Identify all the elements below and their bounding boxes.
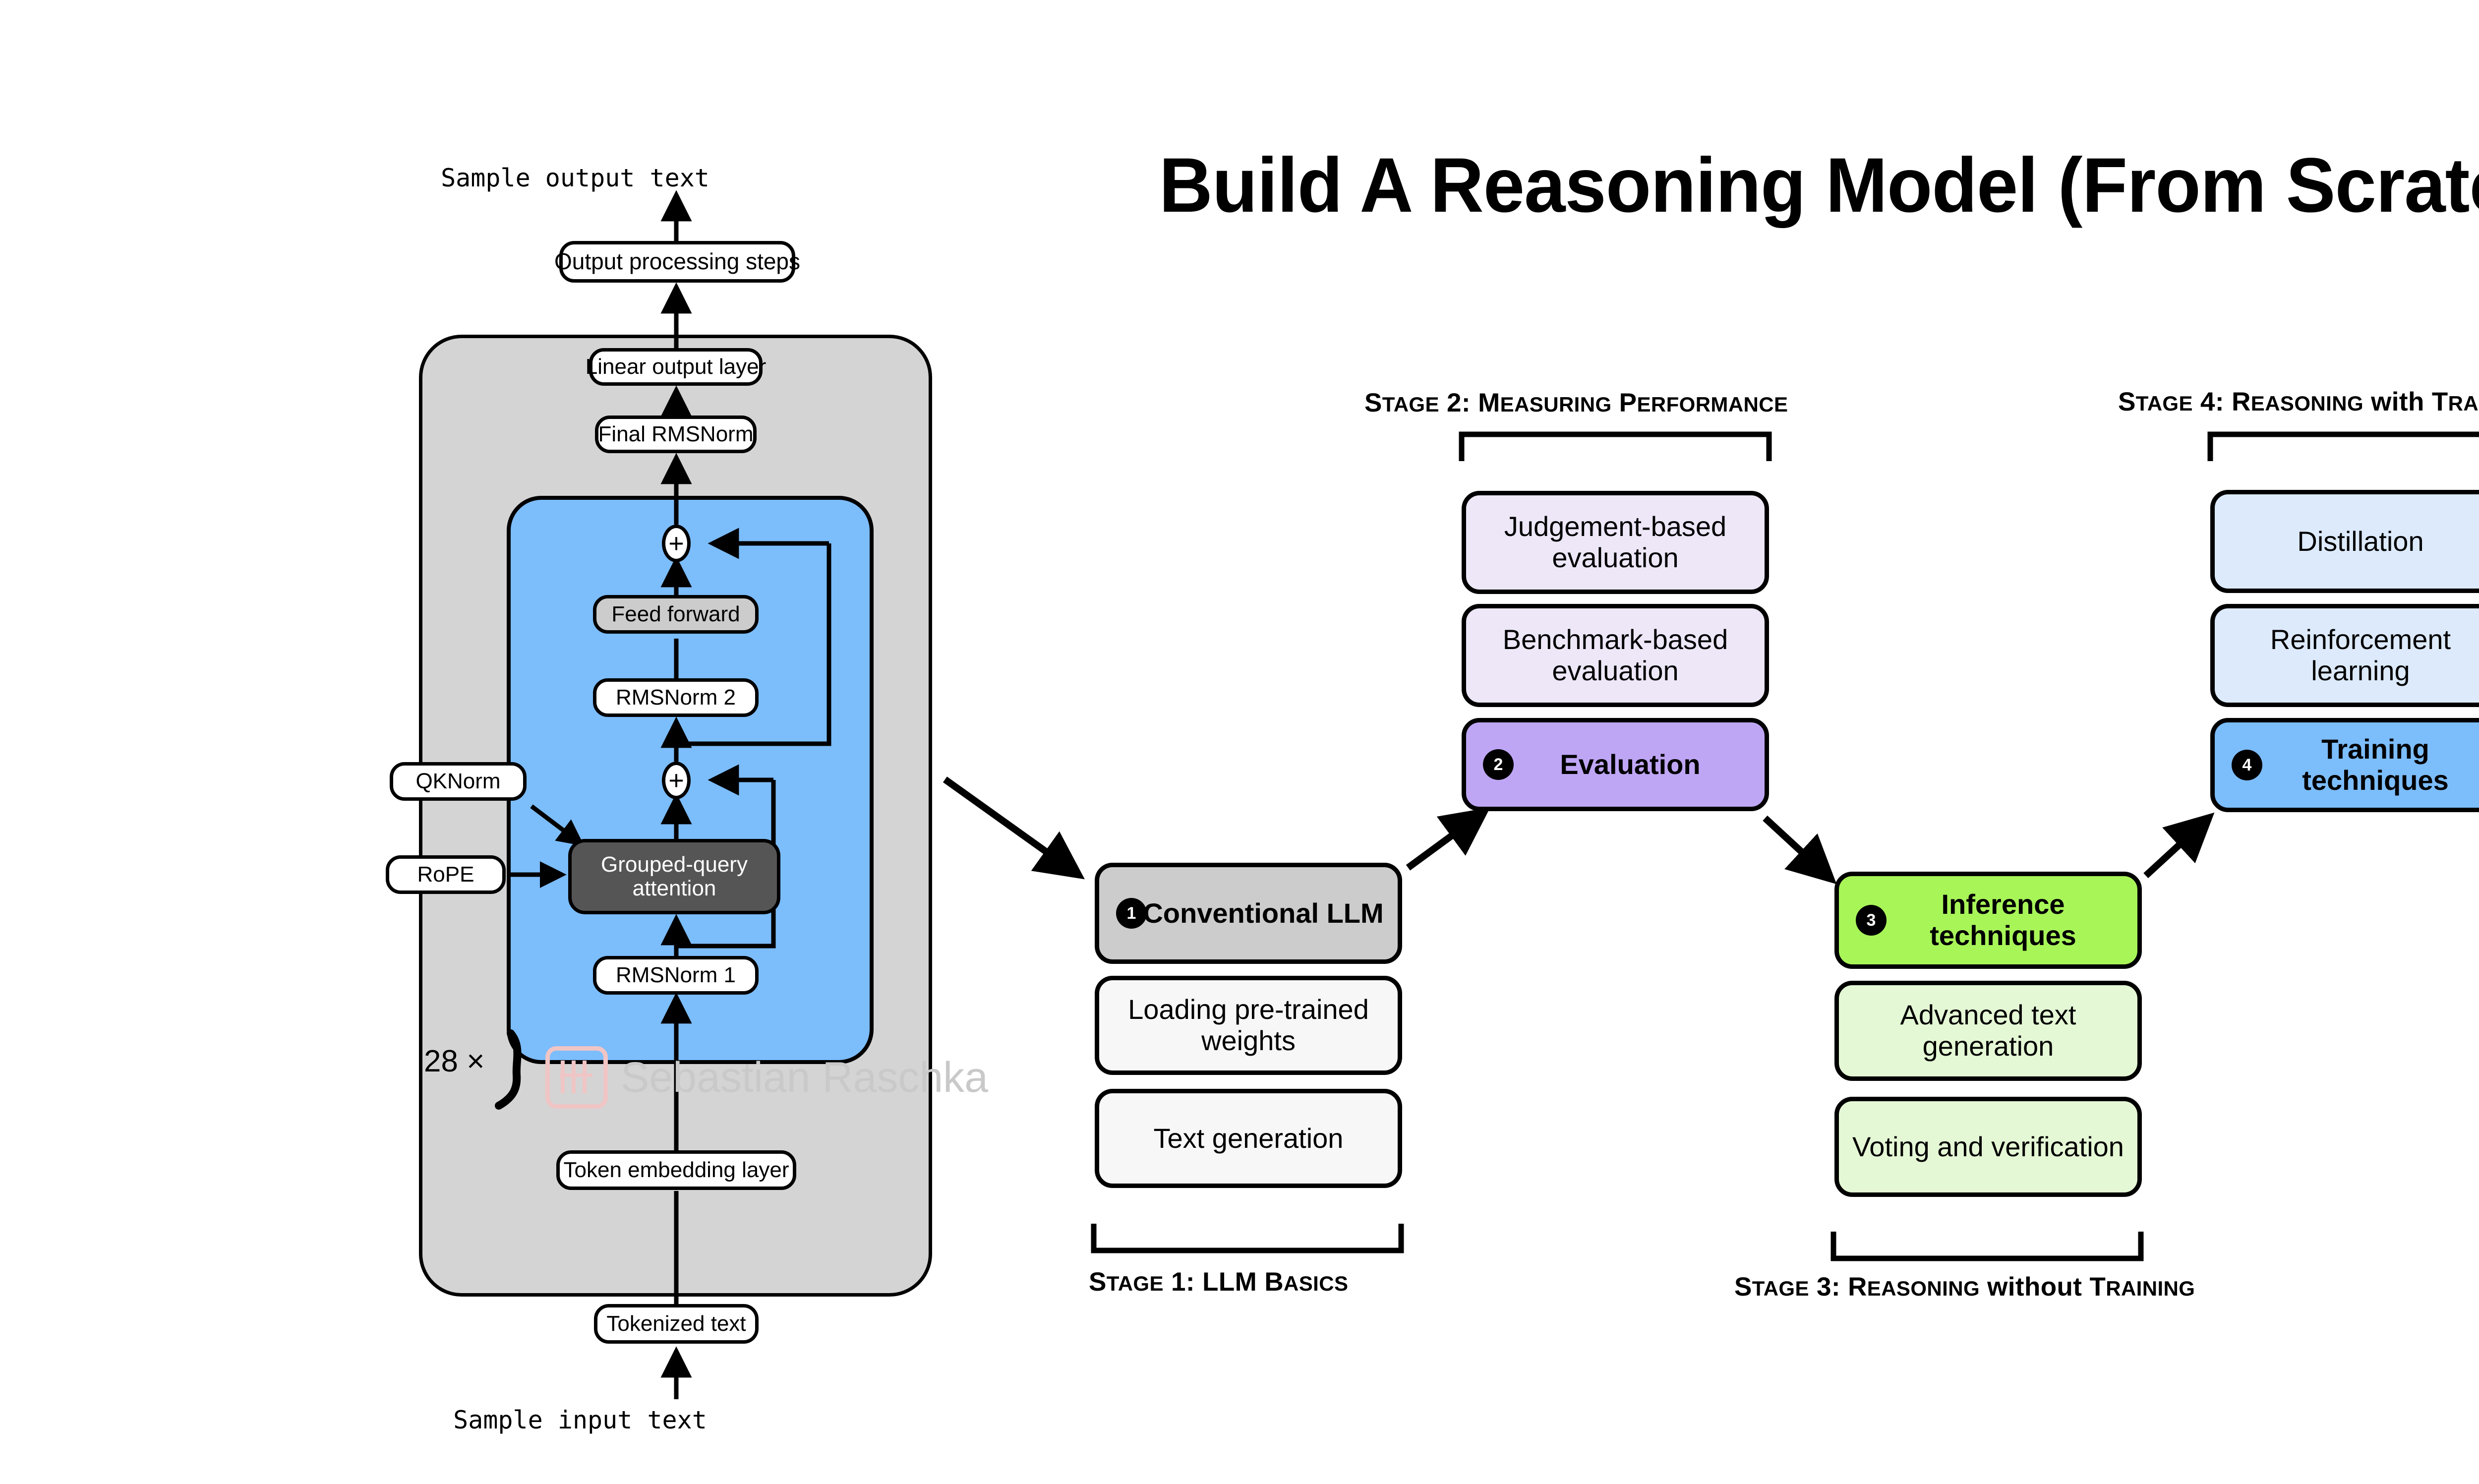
stage3-number-badge: 3: [1856, 905, 1887, 936]
watermark-text: Sebastian Raschka: [621, 1053, 988, 1101]
repeat-count-label: 28 ×: [424, 1044, 485, 1078]
stage2-head-label: Evaluation: [1560, 748, 1701, 780]
residual-add-1: +: [662, 762, 691, 799]
stage4-item-0[interactable]: Distillation: [2210, 490, 2479, 593]
stage1-head-box[interactable]: 1 Conventional LLM: [1095, 863, 1402, 964]
stage1-title: STAGE 1: LLM BASICS: [1089, 1267, 1349, 1297]
node-rope[interactable]: RoPE: [386, 855, 506, 894]
node-linear-output-layer[interactable]: Linear output layer: [586, 348, 766, 386]
circuit-chip-icon: [545, 1046, 608, 1109]
node-qknorm[interactable]: QKNorm: [390, 762, 527, 801]
stage1-number-badge: 1: [1116, 898, 1147, 929]
stage2-item-1[interactable]: Benchmark-based evaluation: [1462, 604, 1769, 707]
node-final-rmsnorm[interactable]: Final RMSNorm: [595, 416, 757, 453]
stage2-number-badge: 2: [1483, 749, 1514, 780]
stage2-head-box[interactable]: 2 Evaluation: [1462, 718, 1769, 811]
stage1-item-1[interactable]: Text generation: [1095, 1089, 1402, 1188]
stage3-item-1[interactable]: Voting and verification: [1834, 1097, 2142, 1197]
node-token-embedding-layer[interactable]: Token embedding layer: [556, 1150, 796, 1190]
node-rmsnorm-1[interactable]: RMSNorm 1: [593, 956, 759, 995]
watermark: Sebastian Raschka: [545, 1046, 988, 1109]
stage3-item-0[interactable]: Advanced text generation: [1834, 981, 2142, 1081]
node-tokenized-text[interactable]: Tokenized text: [594, 1304, 759, 1344]
plus-symbol: +: [668, 766, 684, 795]
plus-symbol: +: [668, 529, 684, 558]
stage3-head-box[interactable]: 3 Inference techniques: [1834, 872, 2142, 969]
stage4-title: STAGE 4: REASONING with TRAINING: [2118, 387, 2479, 416]
residual-add-2: +: [662, 525, 691, 562]
node-grouped-query-attention[interactable]: Grouped-query attention: [568, 839, 780, 914]
stage3-title: STAGE 3: REASONING without TRAINING: [1734, 1272, 2195, 1302]
stage4-head-label: Training techniques: [2302, 733, 2449, 796]
sample-output-text-label: Sample output text: [441, 164, 709, 192]
stage4-number-badge: 4: [2232, 750, 2262, 780]
stage1-head-label: Conventional LLM: [1143, 897, 1384, 929]
stage3-head-label: Inference techniques: [1930, 889, 2076, 951]
stage1-item-0[interactable]: Loading pre-trained weights: [1095, 976, 1402, 1075]
stage2-title: STAGE 2: MEASURING PERFORMANCE: [1364, 388, 1788, 417]
stage2-item-0[interactable]: Judgement-based evaluation: [1462, 491, 1769, 594]
node-rmsnorm-2[interactable]: RMSNorm 2: [593, 678, 759, 717]
page-title: Build A Reasoning Model (From Scratch): [1159, 142, 2479, 229]
stage4-head-box[interactable]: 4 Training techniques: [2210, 718, 2479, 812]
sample-input-text-label: Sample input text: [453, 1406, 707, 1434]
stage4-item-1[interactable]: Reinforcement learning: [2210, 604, 2479, 707]
node-feed-forward[interactable]: Feed forward: [593, 595, 759, 634]
node-output-processing-steps[interactable]: Output processing steps: [554, 241, 800, 283]
